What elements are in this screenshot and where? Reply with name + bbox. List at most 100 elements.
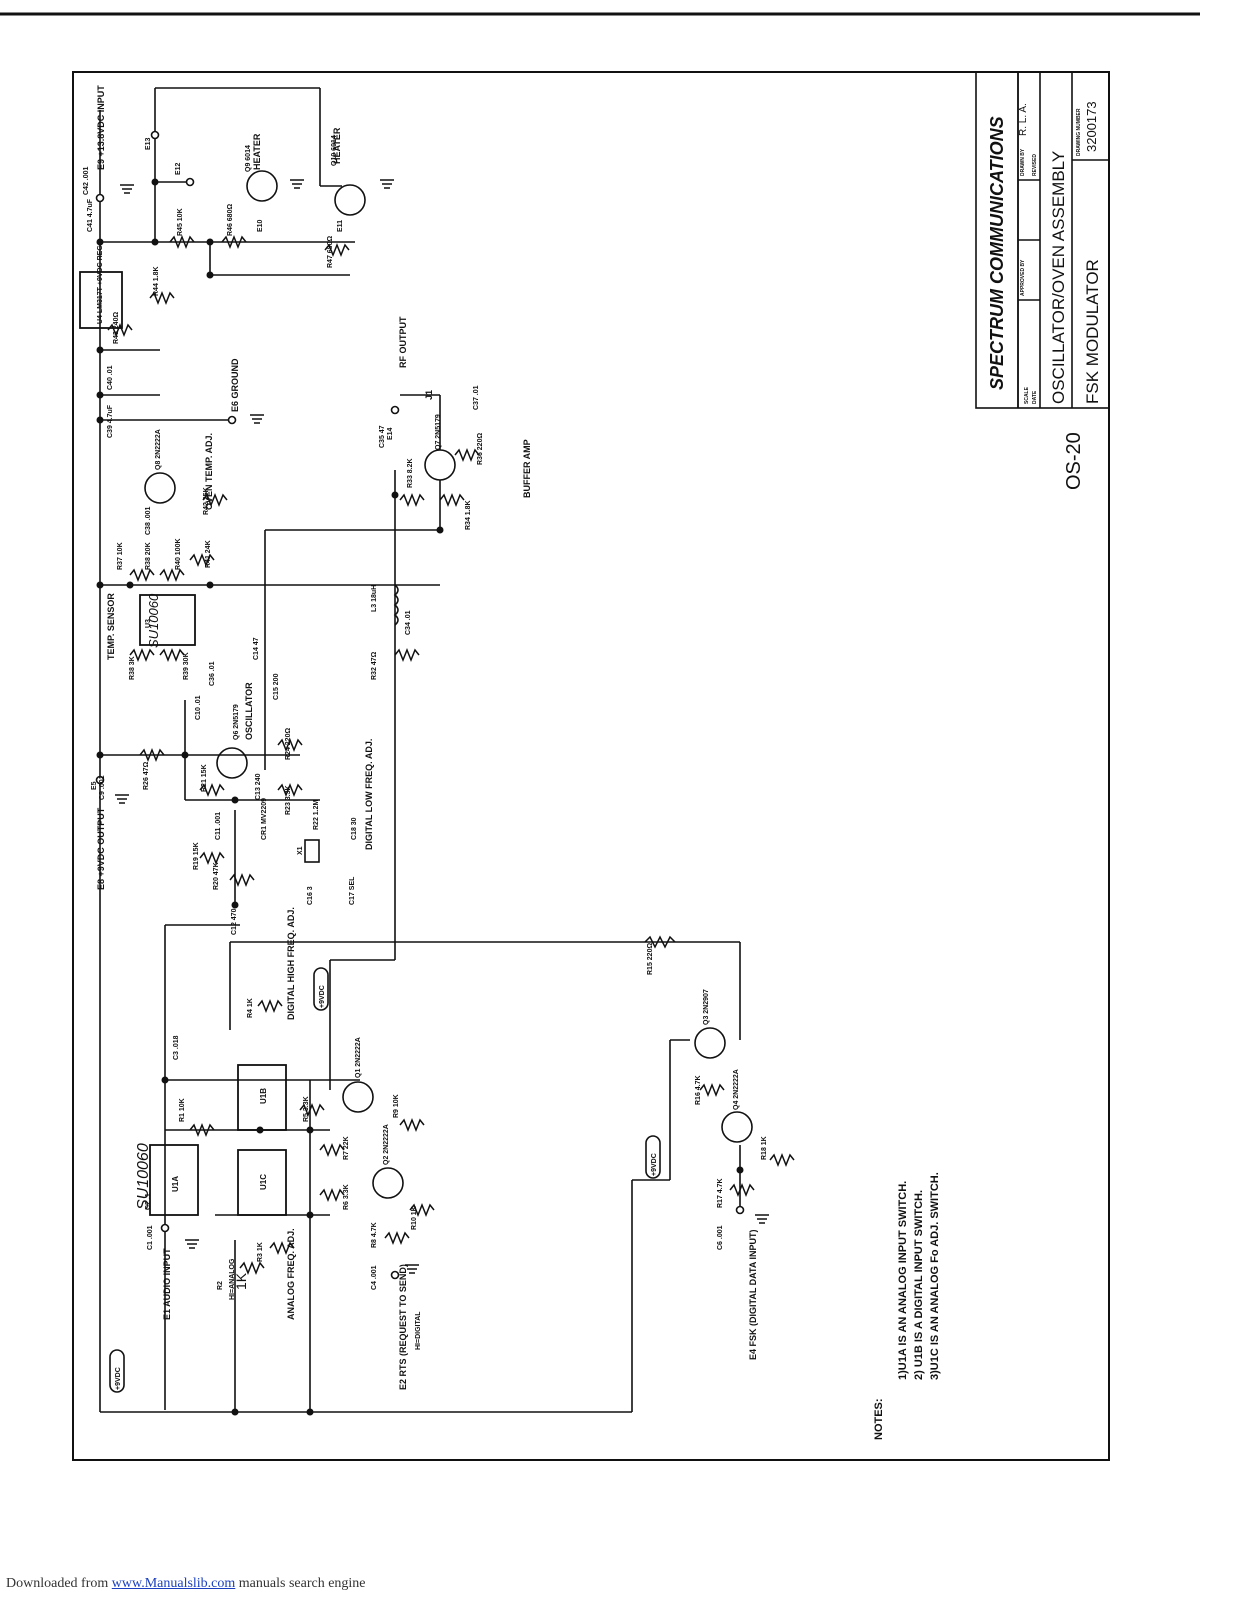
power-wiring: [99, 87, 633, 1413]
r33-label: R33 8.2K: [407, 458, 414, 488]
r26-label: R26 47Ω: [143, 761, 150, 790]
r21-label: R21 15K: [201, 764, 208, 792]
r9-label: R9 10K: [393, 1094, 400, 1118]
u1a-body: [149, 1144, 199, 1216]
label-j1: J1: [424, 390, 434, 400]
q9-label: Q9 6014: [245, 145, 252, 172]
label-output-9v: E8 +9VDC OUTPUT: [96, 807, 106, 890]
r41-label: R41 24K: [205, 540, 212, 568]
approved-label: APPROVED BY: [1020, 259, 1026, 296]
q6-transistor-symbol: [216, 747, 248, 779]
notes-heading: NOTES:: [873, 1398, 885, 1440]
r44-label: R44 1.8K: [153, 266, 160, 296]
title-block-box: [975, 71, 1110, 409]
l3-inductor-symbol: [393, 584, 399, 626]
r15-label: R15 220Ω: [647, 943, 654, 975]
c2-label: C2 .1: [145, 1193, 152, 1210]
r45-label: R45 10K: [177, 208, 184, 236]
u4-regulator-body: [79, 271, 123, 329]
c40-label: C40 .01: [107, 365, 114, 390]
u1c-body: [237, 1149, 287, 1216]
r36-label: R36 220Ω: [477, 433, 484, 465]
c38-label: C38 .001: [145, 506, 152, 535]
r4-label: R4 1K: [247, 998, 254, 1018]
q10-label: Q10 6014: [331, 135, 338, 166]
u1-handwritten: SU10060: [135, 1143, 152, 1210]
label-input-13v8: E9 +13.8VDC INPUT: [96, 85, 106, 170]
x1-crystal-symbol: [304, 839, 320, 863]
label-oven-temp-adj: OVEN TEMP. ADJ.: [204, 433, 214, 510]
label-oscillator: OSCILLATOR: [244, 682, 254, 740]
label-heater-q9: HEATER: [252, 133, 262, 170]
q7-label: Q7 2N5179: [435, 414, 442, 450]
r1-label: R1 10K: [179, 1098, 186, 1122]
c36-label: C36 .01: [209, 661, 216, 686]
q9-transistor-symbol: [246, 170, 278, 202]
date-label: DATE: [1032, 390, 1038, 404]
q6-label: Q6 2N5179: [233, 704, 240, 740]
footer-suffix: manuals search engine: [238, 1576, 366, 1591]
u1a-label: U1A: [171, 1176, 180, 1192]
q8-label: Q8 2N2222A: [155, 429, 162, 470]
r17-label: R17 4.7K: [717, 1178, 724, 1208]
r7-label: R7 22K: [343, 1136, 350, 1160]
c35-label: C35 47: [379, 425, 386, 448]
e13-label: E13: [145, 137, 152, 150]
drawn-label: DRAWN BY: [1020, 148, 1026, 176]
footer-prefix: Downloaded from: [6, 1576, 109, 1591]
c6-label: C6 .001: [717, 1225, 724, 1250]
manualslib-link[interactable]: www.Manualslib.com: [111, 1576, 236, 1591]
r40-label: R40 100K: [175, 538, 182, 570]
r19-label: R19 15K: [193, 842, 200, 870]
c41-label: C41 4.7uF: [87, 198, 94, 232]
q3-label: Q3 2N2907: [703, 989, 710, 1025]
c15-label: C15 200: [273, 673, 280, 700]
c37-label: C37 .01: [473, 385, 480, 410]
r46-label: R46 680Ω: [227, 204, 234, 236]
label-hi-digital: HI=DIGITAL: [415, 1311, 422, 1350]
scale-label: SCALE: [1024, 386, 1030, 404]
q10-transistor-symbol: [334, 184, 366, 216]
cr1-label: CR1 MV2209: [261, 798, 268, 840]
r39-label: R39 30K: [183, 652, 190, 680]
c34-label: C34 .01: [405, 610, 412, 635]
r37-label: R37 10K: [117, 542, 124, 570]
c4-label: C4 .001: [371, 1265, 378, 1290]
drawn-value: R. L. A.: [1018, 103, 1029, 136]
label-buffer-amp: BUFFER AMP: [522, 439, 532, 498]
r3-label: R3 1K: [257, 1242, 264, 1262]
c11-label: C11 .001: [215, 812, 222, 840]
e10-label: E10: [257, 219, 264, 232]
c17-label: C17 SEL: [349, 876, 356, 905]
company-name: SPECTRUM COMMUNICATIONS: [987, 116, 1007, 390]
u4-label: U4 LM317T +9VDC REG.: [97, 243, 104, 324]
label-digital-high: DIGITAL HIGH FREQ. ADJ.: [286, 907, 296, 1020]
resistor-symbols: [107, 234, 795, 1276]
r24-label: R24 220Ω: [285, 728, 292, 760]
label-rf-output: RF OUTPUT: [398, 316, 408, 368]
c1-label: C1 .001: [147, 1225, 154, 1250]
q1-transistor-symbol: [342, 1081, 374, 1113]
label-audio-input: E1 AUDIO INPUT: [162, 1248, 172, 1320]
q4-transistor-symbol: [721, 1111, 753, 1143]
vdc-tag-3: +9VDC: [115, 1367, 122, 1390]
vdc-tag-box-2: [645, 1135, 661, 1179]
r34-label: R34 1.8K: [465, 500, 472, 530]
vdc-tag-2: +9VDC: [651, 1153, 658, 1176]
u1b-label: U1B: [259, 1088, 268, 1104]
vdc-tag-box-3: [109, 1349, 125, 1393]
terminal-points: [95, 130, 745, 1280]
u1c-label: U1C: [259, 1174, 268, 1190]
r23-label: R23 3.3K: [285, 785, 292, 815]
r43-label: R43 240Ω: [113, 312, 120, 344]
subtitle: FSK MODULATOR: [1083, 259, 1102, 404]
drawing-number: 3200173: [1084, 101, 1099, 152]
u3-handwritten: SU10060: [146, 593, 161, 648]
c9-label: C9 .001: [99, 775, 106, 800]
e12-label: E12: [175, 162, 182, 175]
label-fsk: E4 FSK (DIGITAL DATA INPUT): [748, 1230, 758, 1361]
label-analog-freq: ANALOG FREQ. ADJ.: [286, 1228, 296, 1320]
q2-transistor-symbol: [372, 1167, 404, 1199]
vdc-tag-1: +9VDC: [319, 985, 326, 1008]
r38-label: R38 20K: [145, 542, 152, 570]
